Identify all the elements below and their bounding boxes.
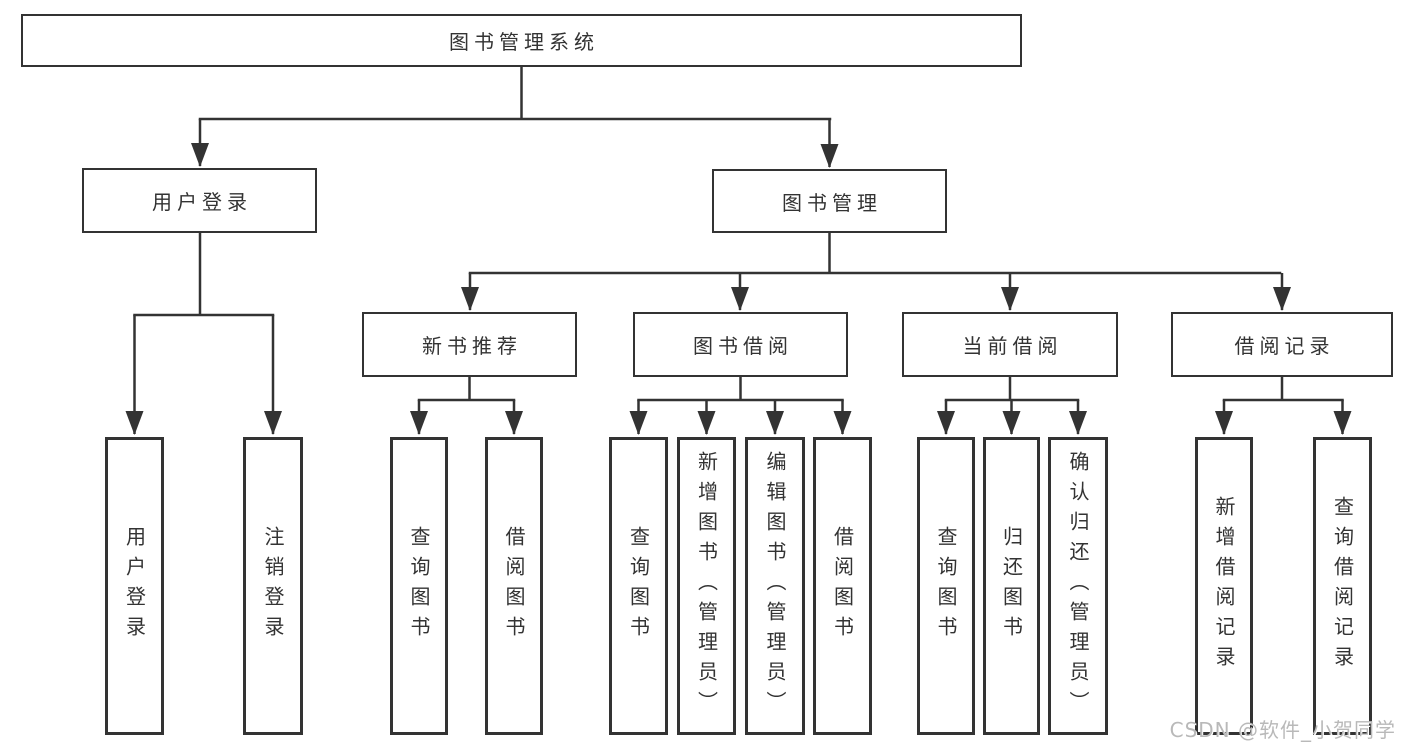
node-book-management-label: 图书管理	[782, 190, 882, 215]
node-user-login-label: 用户登录	[152, 190, 252, 214]
leaf-current-query-books: 查询图书	[917, 437, 975, 735]
leaf-add-borrow-record: 新增借阅记录	[1195, 437, 1253, 735]
leaf-borrow-query-books-label: 查询图书	[626, 526, 651, 646]
node-book-borrow-label: 图书借阅	[693, 334, 793, 358]
node-borrow-records-label: 借阅记录	[1234, 334, 1335, 358]
leaf-recommend-borrow-books: 借阅图书	[485, 437, 543, 735]
leaf-borrow-books-label: 借阅图书	[830, 526, 855, 646]
node-borrow-records: 借阅记录	[1171, 312, 1393, 377]
leaf-confirm-return-admin-label: 确认归还（管理员）	[1066, 451, 1090, 721]
leaf-user-login: 用户登录	[105, 437, 164, 735]
leaf-edit-book-admin-label: 编辑图书（管理员）	[763, 451, 787, 721]
leaf-logout: 注销登录	[243, 437, 303, 735]
node-root-system: 图书管理系统	[21, 14, 1022, 67]
node-root-system-label: 图书管理系统	[449, 30, 599, 54]
leaf-user-login-label: 用户登录	[122, 526, 147, 646]
leaf-recommend-query-books-label: 查询图书	[407, 526, 431, 646]
leaf-recommend-borrow-books-label: 借阅图书	[502, 526, 526, 646]
leaf-return-books-label: 归还图书	[999, 526, 1024, 646]
leaf-recommend-query-books: 查询图书	[390, 437, 448, 735]
leaf-return-books: 归还图书	[983, 437, 1040, 735]
node-current-borrow: 当前借阅	[902, 312, 1118, 377]
node-book-management: 图书管理	[712, 169, 947, 233]
leaf-current-query-books-label: 查询图书	[934, 526, 958, 646]
leaf-query-borrow-record: 查询借阅记录	[1313, 437, 1372, 735]
csdn-watermark: CSDN @软件_小贺同学	[1169, 718, 1396, 742]
leaf-borrow-query-books: 查询图书	[609, 437, 668, 735]
leaf-query-borrow-record-label: 查询借阅记录	[1330, 496, 1355, 676]
leaf-add-book-admin-label: 新增图书（管理员）	[694, 451, 719, 721]
node-new-book-recommend: 新书推荐	[362, 312, 577, 377]
node-user-login: 用户登录	[82, 168, 317, 233]
leaf-edit-book-admin: 编辑图书（管理员）	[745, 437, 805, 735]
leaf-add-borrow-record-label: 新增借阅记录	[1212, 496, 1236, 676]
leaf-confirm-return-admin: 确认归还（管理员）	[1048, 437, 1108, 735]
node-current-borrow-label: 当前借阅	[962, 334, 1063, 358]
node-book-borrow: 图书借阅	[633, 312, 848, 377]
leaf-logout-label: 注销登录	[261, 526, 285, 646]
leaf-add-book-admin: 新增图书（管理员）	[677, 437, 736, 735]
leaf-borrow-books: 借阅图书	[813, 437, 872, 735]
node-new-book-recommend-label: 新书推荐	[422, 334, 522, 358]
